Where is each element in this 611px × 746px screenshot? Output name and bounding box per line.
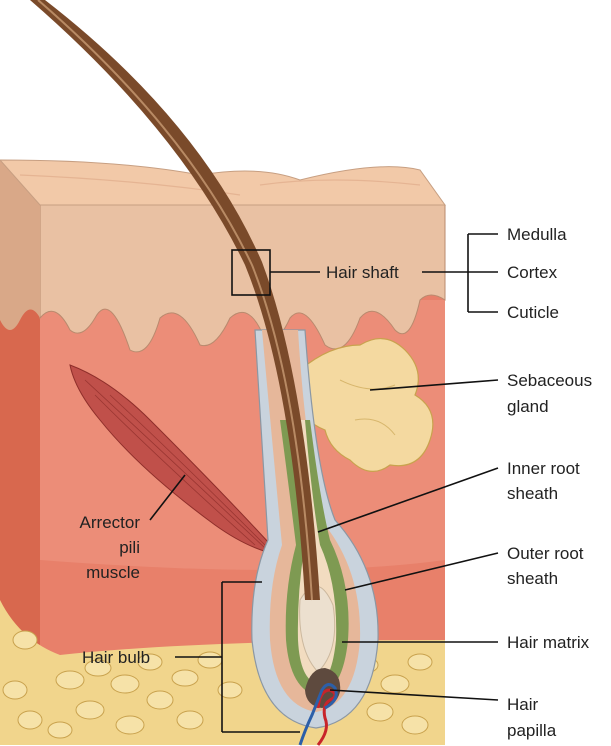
label-arrector-line1: Arrector [80, 513, 141, 532]
label-medulla: Medulla [507, 225, 567, 244]
hair-shaft [30, 0, 320, 601]
skin-surface [0, 159, 446, 206]
labels: Medulla Cortex Cuticle Hair shaft Sebace… [80, 225, 593, 740]
label-arrector-line2: pili [119, 538, 140, 557]
label-outer-root-line1: Outer root [507, 544, 584, 563]
label-sebaceous-line2: gland [507, 397, 549, 416]
label-hair-shaft: Hair shaft [326, 263, 399, 282]
label-inner-root-line1: Inner root [507, 459, 580, 478]
hair-papilla [298, 668, 341, 746]
label-inner-root-line2: sheath [507, 484, 558, 503]
label-sebaceous-line1: Sebaceous [507, 371, 592, 390]
label-hair-papilla-line1: Hair [507, 695, 539, 714]
leader-lines [149, 233, 499, 733]
epidermis-side [0, 160, 40, 330]
arrector-pili-muscle [69, 364, 282, 556]
epidermis [39, 204, 446, 353]
label-cuticle: Cuticle [507, 303, 559, 322]
label-cortex: Cortex [507, 263, 558, 282]
sebaceous-gland [299, 338, 434, 472]
label-hair-bulb: Hair bulb [82, 648, 150, 667]
label-arrector-line3: muscle [86, 563, 140, 582]
label-outer-root-line2: sheath [507, 569, 558, 588]
label-hair-matrix: Hair matrix [507, 633, 590, 652]
label-hair-papilla-line2: papilla [507, 721, 557, 740]
